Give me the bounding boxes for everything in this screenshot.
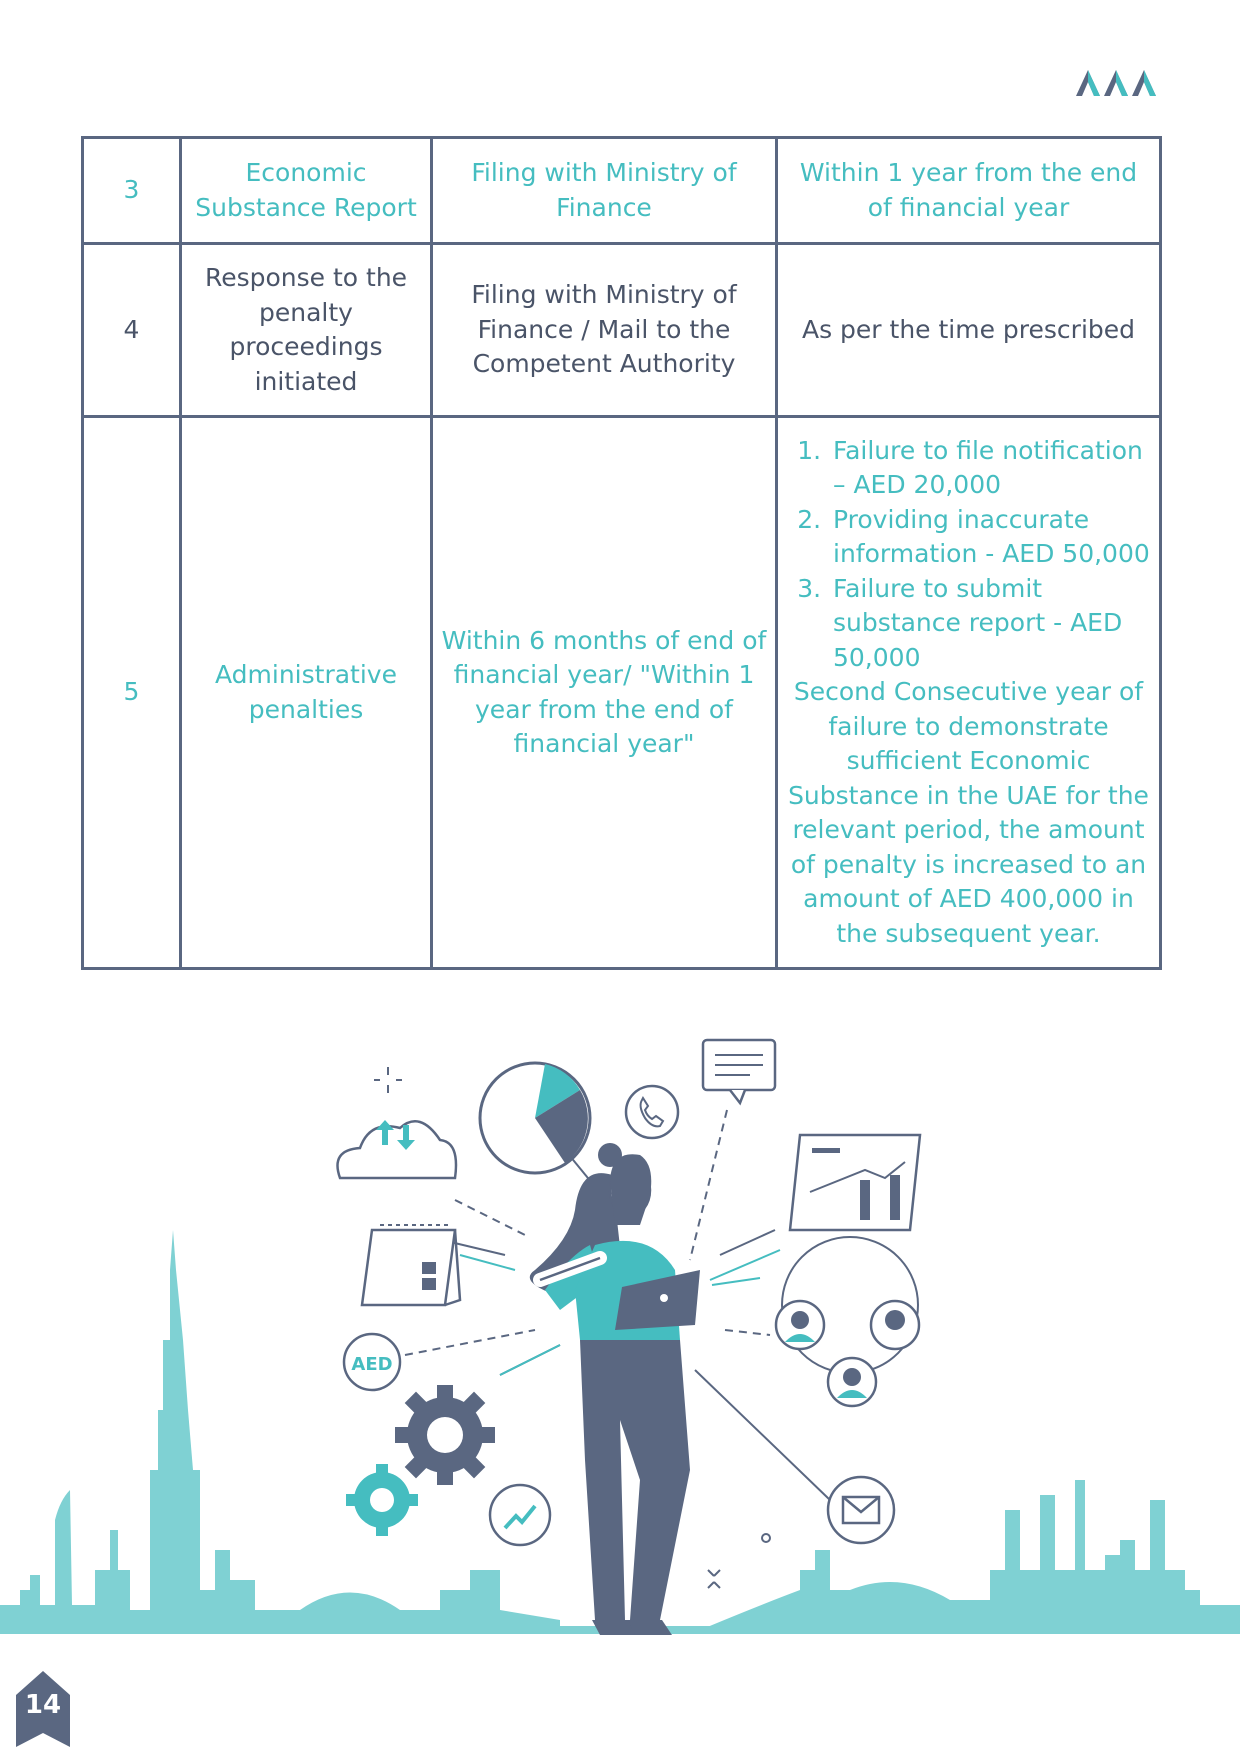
row-item: Administrative penalties: [179, 415, 433, 970]
row-timeline: As per the time prescribed: [775, 242, 1162, 418]
skyline-left: [0, 1230, 560, 1630]
currency-label: AED: [351, 1354, 392, 1375]
cloud-sync-icon: [336, 1120, 458, 1180]
team-icon: [774, 1236, 921, 1408]
page-number: 14: [24, 1690, 62, 1720]
penalty-note: Second Consecutive year of failure to de…: [788, 677, 1149, 948]
currency-icon: AED: [342, 1332, 402, 1392]
pie-chart-icon: [478, 1061, 592, 1175]
mail-icon: [826, 1475, 896, 1545]
row-action: Filing with Ministry of Finance: [430, 136, 778, 245]
sparkle-icon: [374, 1067, 771, 1589]
gear-icon: [346, 1385, 495, 1536]
illustration: AED: [0, 1038, 1240, 1635]
row-action: Within 6 months of end of financial year…: [430, 415, 778, 970]
person-figure: [529, 1143, 700, 1635]
penalty-item: Failure to file notification – AED 20,00…: [829, 434, 1151, 503]
compliance-table: 3 Economic Substance Report Filing with …: [81, 136, 1162, 970]
row-action: Filing with Ministry of Finance / Mail t…: [430, 242, 778, 418]
penalty-list: Failure to file notification – AED 20,00…: [786, 434, 1151, 676]
penalty-item: Providing inaccurate information - AED 5…: [829, 503, 1151, 572]
table-row: 5 Administrative penalties Within 6 mont…: [81, 415, 1162, 970]
table-row: 4 Response to the penalty proceedings in…: [81, 242, 1162, 418]
phone-icon: [624, 1084, 680, 1140]
table-row: 3 Economic Substance Report Filing with …: [81, 136, 1162, 245]
row-item: Response to the penalty proceedings init…: [179, 242, 433, 418]
row-number: 4: [81, 242, 182, 418]
calendar-icon: [360, 1224, 462, 1307]
row-timeline: Within 1 year from the end of financial …: [775, 136, 1162, 245]
penalty-item: Failure to submit substance report - AED…: [829, 572, 1151, 676]
row-item: Economic Substance Report: [179, 136, 433, 245]
trend-icon: [488, 1483, 552, 1547]
chat-icon: [701, 1038, 777, 1106]
page-badge-icon: [16, 1671, 70, 1747]
row-penalties: Failure to file notification – AED 20,00…: [775, 415, 1162, 970]
row-number: 5: [81, 415, 182, 970]
analytics-icon: [788, 1133, 922, 1232]
row-number: 3: [81, 136, 182, 245]
skyline-right: [700, 1480, 1240, 1630]
logo-icon: [1076, 70, 1156, 96]
